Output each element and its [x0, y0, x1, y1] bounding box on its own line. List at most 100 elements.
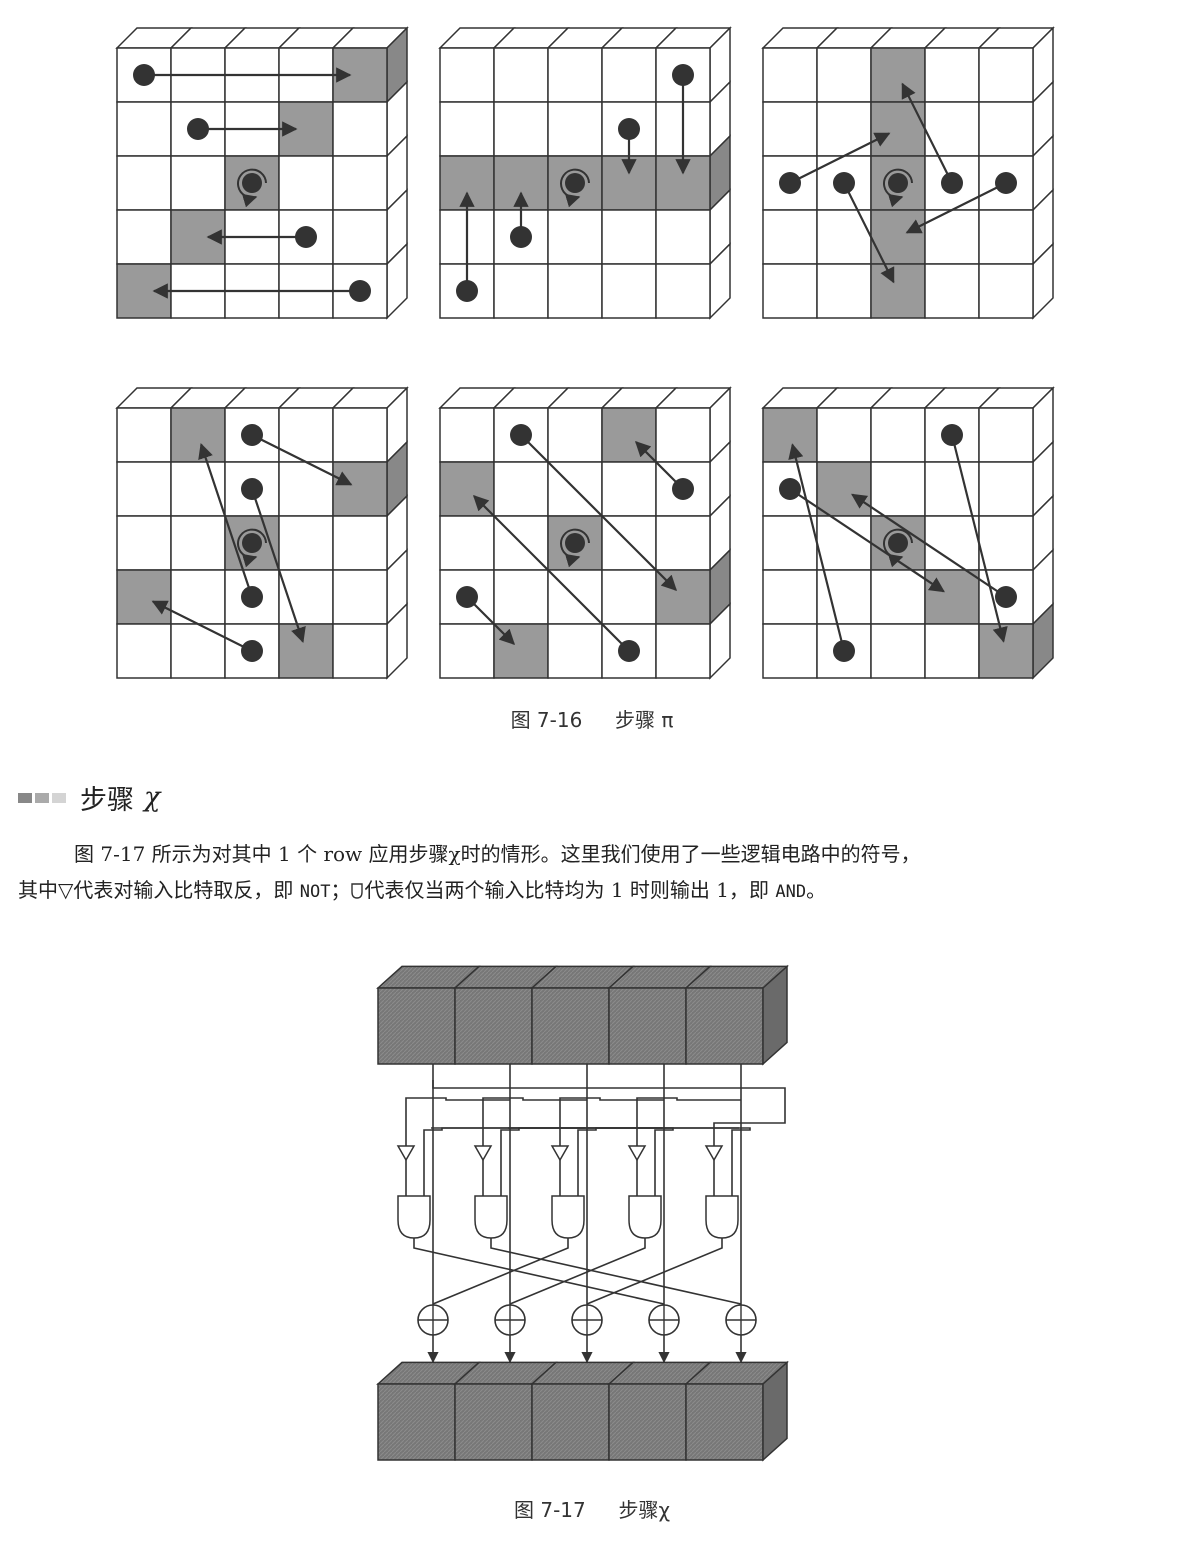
and-output-wire [586, 1238, 723, 1305]
grid-cell [978, 101, 1034, 157]
not-gate-icon [550, 1145, 570, 1162]
lane-dot [241, 424, 263, 446]
heading-text: 步骤 [80, 785, 134, 816]
caption-title: 步骤 π [615, 708, 674, 732]
grid-cell [655, 209, 711, 265]
move-arrow [788, 443, 846, 652]
lane-dot [456, 586, 478, 608]
box-front-face [685, 987, 764, 1065]
grid-cell [170, 623, 226, 679]
grid-cell [816, 407, 872, 463]
grid-cell [870, 461, 926, 517]
paragraph-text: ； [330, 878, 351, 902]
paragraph-text: 。 [806, 878, 827, 902]
move-arrow [851, 493, 1007, 598]
lane-dot [187, 118, 209, 140]
grid-cell [816, 263, 872, 319]
lane-dot [618, 640, 640, 662]
lane-dot [618, 118, 640, 140]
lane-dot [241, 478, 263, 500]
lane-dot [241, 640, 263, 662]
rotate-icon [237, 528, 267, 568]
pi-panel [761, 26, 1055, 320]
box-front-face [608, 987, 687, 1065]
grid-cell [170, 569, 226, 625]
body-paragraph: 图 7-17 所示为对其中 1 个 row 应用步骤χ时的情形。这里我们使用了一… [18, 836, 1168, 910]
not-keyword: NOT [299, 882, 331, 902]
not-gate-icon [396, 1145, 416, 1162]
shaded-cell [978, 623, 1034, 679]
shaded-cell [870, 101, 926, 157]
shaded-cell [170, 407, 226, 463]
grid-cell [655, 407, 711, 463]
lane-dot [779, 478, 801, 500]
grid-cell [870, 623, 926, 679]
grid-cell [493, 263, 549, 319]
grid-cell [601, 209, 657, 265]
grid-cell [924, 263, 980, 319]
move-arrow [634, 440, 684, 490]
move-arrow [950, 434, 1008, 643]
grid-cell [547, 407, 603, 463]
box-front-face [608, 1383, 687, 1461]
grid-cell [762, 101, 818, 157]
grid-cell [547, 263, 603, 319]
move-arrow [151, 600, 253, 652]
grid-cell [870, 569, 926, 625]
grid-cell [601, 47, 657, 103]
caption-title: 步骤χ [618, 1498, 671, 1522]
grid-cell [278, 515, 334, 571]
grid-cell [762, 569, 818, 625]
and-gate-icon [705, 1195, 739, 1239]
shaded-cell [116, 569, 172, 625]
section-heading: 步骤 χ [18, 778, 160, 817]
grid-cell [655, 263, 711, 319]
and-gate-icon [351, 883, 364, 899]
pi-step-figure [115, 26, 1055, 680]
grid-cell [493, 461, 549, 517]
shaded-cell [816, 461, 872, 517]
grid-cell [547, 623, 603, 679]
grid-cell [332, 209, 388, 265]
and-gate-icon [474, 1195, 508, 1239]
input-row-block [376, 964, 789, 1066]
grid-cell [816, 47, 872, 103]
lane-dot [133, 64, 155, 86]
move-arrow [789, 488, 945, 593]
grid-cell [978, 263, 1034, 319]
lane-dot [241, 586, 263, 608]
pi-panel [438, 386, 732, 680]
shaded-cell [870, 209, 926, 265]
move-arrow [250, 488, 306, 643]
figure-7-17-caption: 图 7-17 步骤χ [0, 1494, 1184, 1523]
figure-7-16-caption: 图 7-16 步骤 π [0, 704, 1184, 733]
grid-cell [762, 623, 818, 679]
and-input-wire [508, 1127, 751, 1196]
grid-cell [332, 407, 388, 463]
move-arrow [901, 82, 953, 184]
grid-cell [978, 461, 1034, 517]
grid-cell [332, 569, 388, 625]
lane-dot [510, 424, 532, 446]
grid-cell [116, 209, 172, 265]
grid-cell [762, 209, 818, 265]
grid-cell [116, 407, 172, 463]
heading-marker-icon [18, 792, 66, 803]
grid-cell [978, 407, 1034, 463]
and-gate-icon [397, 1195, 431, 1239]
grid-cell [816, 101, 872, 157]
not-input-wire [482, 1097, 587, 1146]
heading-symbol: χ [144, 782, 161, 813]
grid-cell [924, 209, 980, 265]
grid-cell [439, 47, 495, 103]
grid-cell [332, 623, 388, 679]
box-front-face [377, 1383, 456, 1461]
grid-cell [924, 623, 980, 679]
grid-cell [870, 407, 926, 463]
rotate-icon [237, 168, 267, 208]
move-arrow [466, 596, 516, 646]
grid-cell [601, 569, 657, 625]
and-keyword: AND [775, 882, 807, 902]
lane-dot [672, 478, 694, 500]
box-front-face [685, 1383, 764, 1461]
